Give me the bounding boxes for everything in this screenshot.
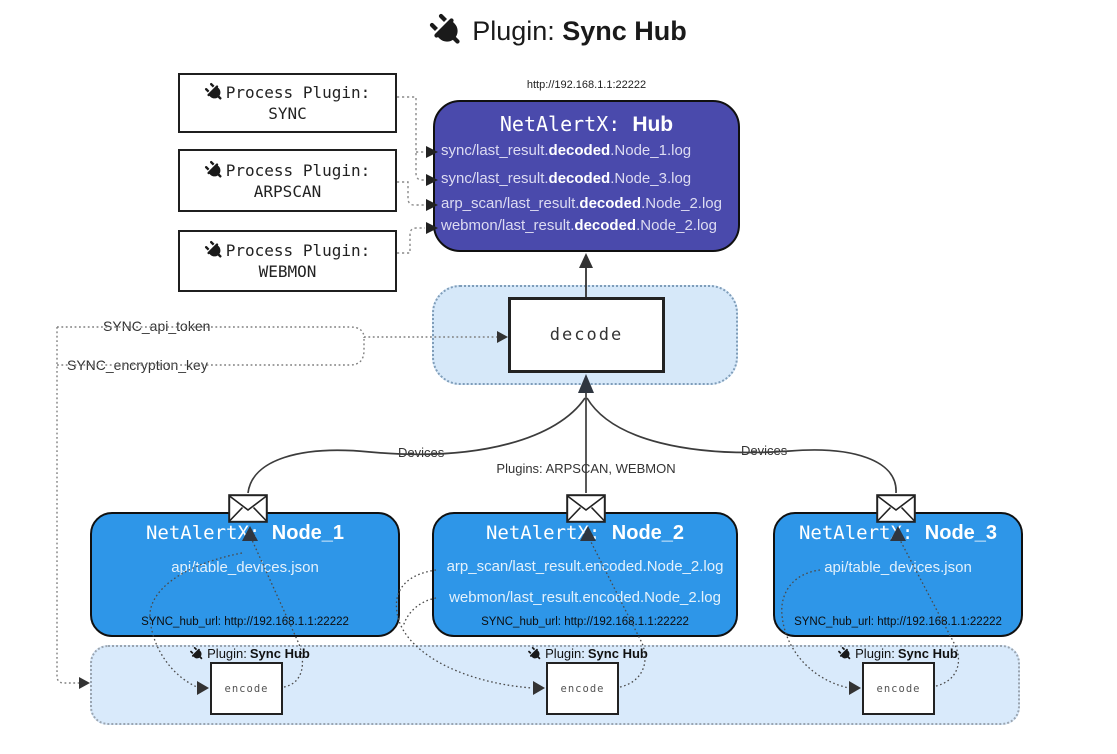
- envelope-to-decode-connectors: [247, 390, 897, 494]
- node-file-line: webmon/last_result.encoded.Node_2.log: [449, 589, 721, 606]
- plug-icon: [526, 644, 544, 663]
- sync-encryption-key-label: SYNC_encryption_key: [64, 357, 211, 373]
- page-title-name: Sync Hub: [562, 15, 687, 46]
- encode-box: encode: [546, 662, 619, 715]
- process-plugin-box-arpscan: Process Plugin: ARPSCAN: [178, 149, 397, 212]
- process-plugin-label: Process Plugin:: [225, 241, 371, 260]
- plugins-label-middle: Plugins: ARPSCAN, WEBMON: [492, 461, 680, 476]
- process-plugin-box-sync: Process Plugin: SYNC: [178, 73, 397, 133]
- decode-box: decode: [508, 297, 665, 373]
- process-plugin-name: SYNC: [268, 104, 307, 123]
- hub-file-line: webmon/last_result.decoded.Node_2.log: [441, 217, 717, 234]
- hub-up-arrowhead: [579, 253, 593, 268]
- envelope-icon: [228, 494, 268, 523]
- process-plugin-label: Process Plugin:: [225, 160, 371, 180]
- node-hub-url: SYNC_hub_url: http://192.168.1.1:22222: [794, 616, 1002, 628]
- panel-entry-arrowhead: [79, 677, 90, 689]
- page-title: Plugin: Sync Hub: [472, 16, 687, 47]
- envelope-icon: [566, 494, 606, 523]
- encode-section-label: Plugin: Sync Hub: [526, 644, 648, 663]
- hub-title: NetAlertX: Hub: [433, 112, 740, 137]
- process-plugin-label: Process Plugin:: [225, 83, 371, 102]
- plug-icon: [426, 9, 469, 53]
- page-title-row: Plugin: Sync Hub: [0, 9, 1117, 53]
- node-title: NetAlertX: Node_1: [145, 522, 345, 544]
- encode-box: encode: [862, 662, 935, 715]
- encode-box: encode: [210, 662, 283, 715]
- node-hub-url: SYNC_hub_url: http://192.168.1.1:22222: [481, 616, 689, 628]
- process-plugin-name: ARPSCAN: [253, 181, 322, 201]
- hub-title-prefix: NetAlertX:: [499, 112, 633, 136]
- node-file-line: api/table_devices.json: [171, 559, 319, 576]
- node-file-line: api/table_devices.json: [824, 559, 972, 576]
- node-file-line: arp_scan/last_result.encoded.Node_2.log: [446, 558, 724, 575]
- hub-file-line: sync/last_result.decoded.Node_3.log: [441, 170, 692, 187]
- node-title: NetAlertX: Node_3: [798, 522, 998, 544]
- encode-section-label: Plugin: Sync Hub: [836, 644, 958, 663]
- plug-icon: [202, 80, 227, 105]
- hub-file-line: arp_scan/last_result.decoded.Node_2.log: [441, 195, 722, 212]
- plug-icon: [188, 644, 206, 663]
- hub-file-line: sync/last_result.decoded.Node_1.log: [441, 142, 692, 159]
- hub-box: [433, 100, 740, 252]
- process-plugin-name: WEBMON: [258, 262, 317, 281]
- plug-icon: [202, 158, 227, 182]
- devices-label-left: Devices: [394, 445, 449, 460]
- process-plugin-box-webmon: Process Plugin: WEBMON: [178, 230, 397, 292]
- plug-icon: [836, 644, 854, 663]
- envelope-icon: [876, 494, 916, 523]
- node-hub-url: SYNC_hub_url: http://192.168.1.1:22222: [141, 616, 349, 628]
- node-title: NetAlertX: Node_2: [485, 522, 685, 544]
- hub-title-name: Hub: [632, 113, 674, 136]
- page-title-prefix: Plugin:: [472, 15, 563, 46]
- plug-icon: [202, 238, 227, 263]
- encode-section-label: Plugin: Sync Hub: [188, 644, 310, 663]
- sync-api-token-label: SYNC_api_token: [100, 318, 214, 334]
- plugin-to-hub-connectors: [397, 96, 425, 254]
- devices-label-right: Devices: [737, 443, 792, 458]
- hub-url-label: http://192.168.1.1:22222: [526, 79, 647, 91]
